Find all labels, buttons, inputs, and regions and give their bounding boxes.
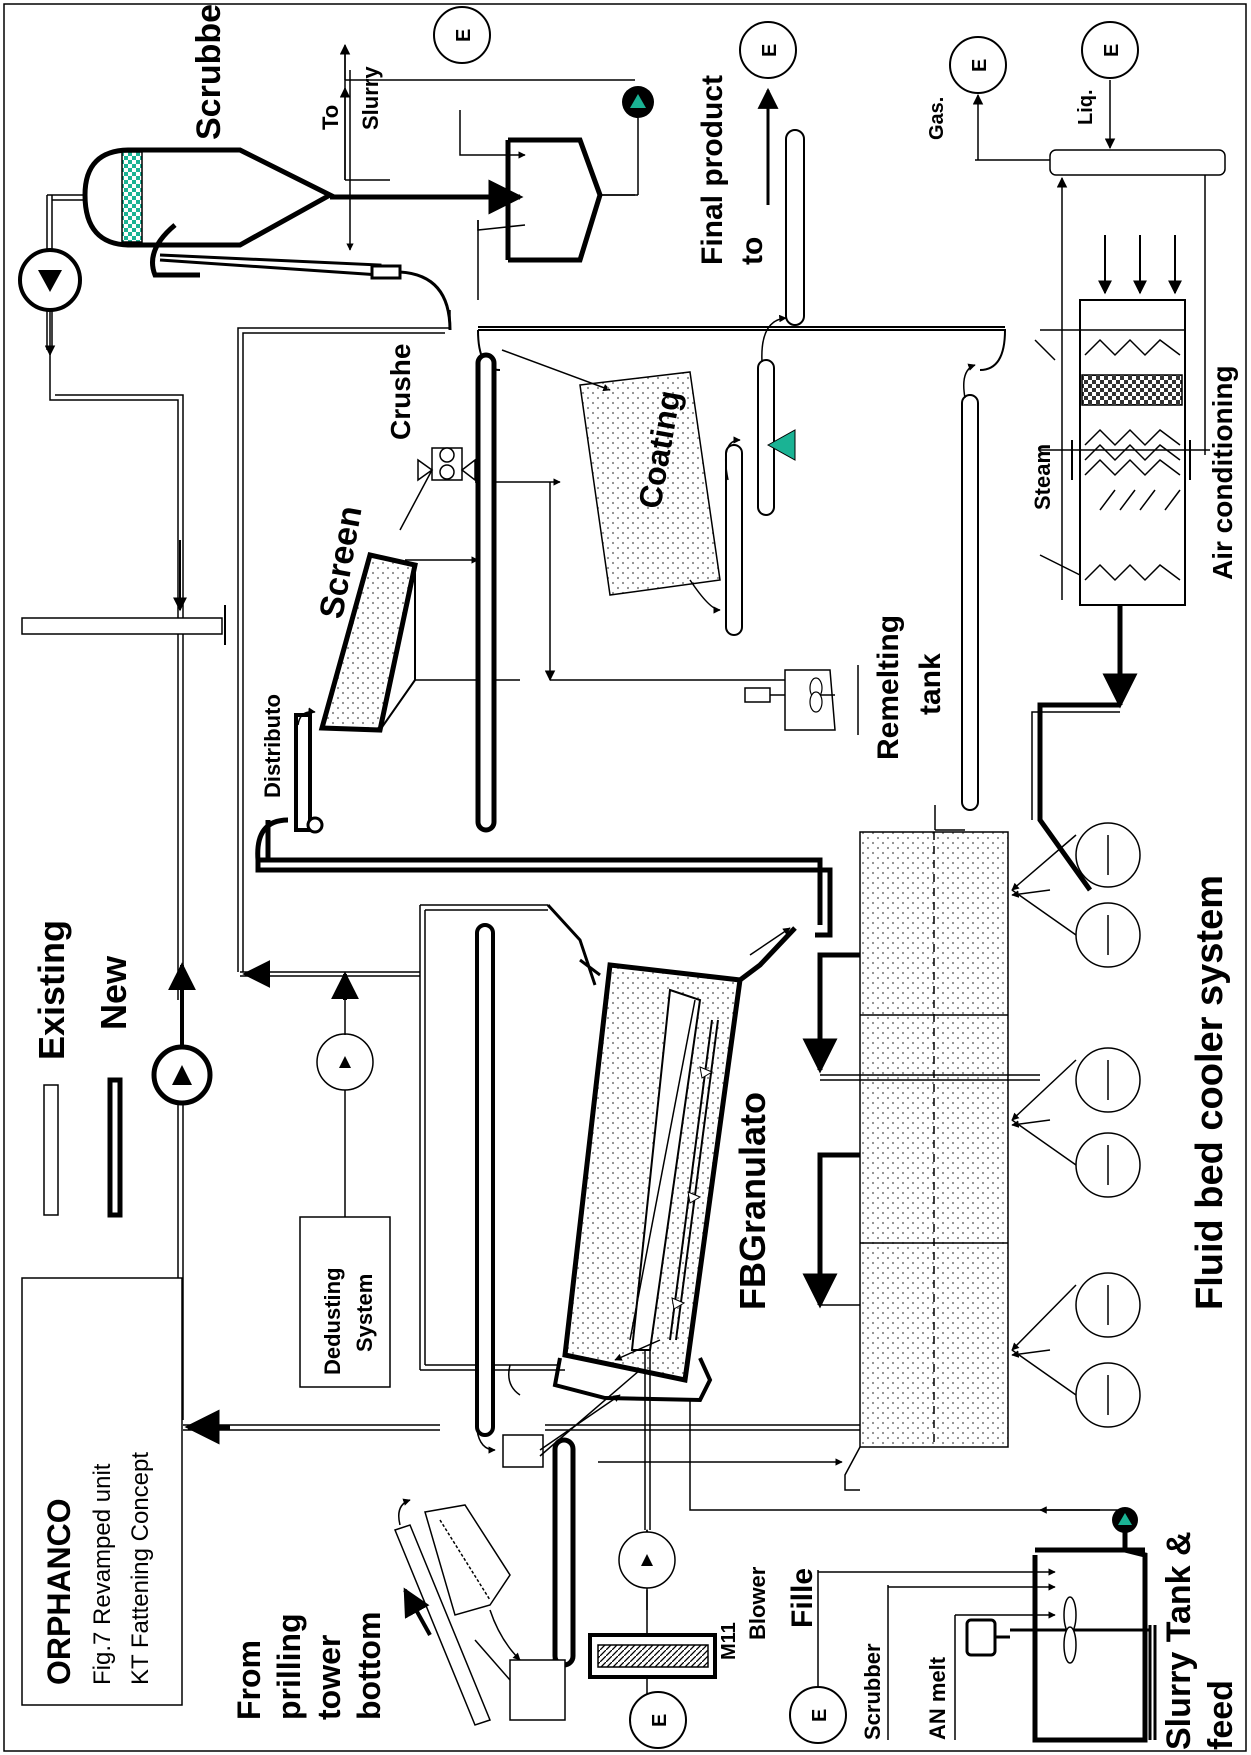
- filler-label: Fille: [786, 1568, 819, 1628]
- to-slurry: To Slurry: [318, 45, 635, 250]
- m11-label: M11: [718, 1622, 740, 1660]
- coating-drum: Coating: [580, 372, 720, 610]
- fb-granulator-label: FBGranulato: [732, 1092, 773, 1310]
- scrubber-feed-label: Scrubber: [860, 1643, 885, 1740]
- remelting-tank: Remelting tank: [745, 615, 947, 760]
- distributor-label: Distributo: [260, 694, 285, 798]
- prilling-tower-feed: From prilling tower bottom: [231, 1500, 565, 1725]
- gas-label: Gas.: [926, 97, 948, 140]
- blower-label: Blower: [745, 1566, 770, 1640]
- svg-text:E: E: [759, 44, 781, 57]
- bottom-conveyor: [555, 1440, 573, 1665]
- dedusting-system: Dedusting System: [300, 974, 390, 1387]
- blower-m11: E M11 Blower: [590, 1566, 770, 1748]
- dedusting-label-1: Dedusting: [320, 1267, 345, 1375]
- title-block: ORPHANCO Fig.7 Revamped unit KT Fattenin…: [22, 1278, 182, 1705]
- tower-label: tower: [311, 1635, 347, 1720]
- coating-conveyors: [726, 318, 795, 635]
- legend-new-label: New: [93, 955, 134, 1030]
- legend-existing-swatch: [44, 1085, 58, 1215]
- energy-circle-icon: E: [950, 37, 1006, 93]
- svg-text:E: E: [453, 29, 475, 42]
- air-conditioning-label: Air conditioning: [1207, 365, 1238, 580]
- scrubber: Scrubbe: [85, 4, 450, 330]
- final-product-label: Final product: [696, 75, 729, 265]
- energy-circle-icon: E: [1082, 22, 1138, 78]
- final-product-to-label: to: [736, 237, 769, 265]
- to-label: To: [318, 105, 343, 130]
- main-pipe: [20, 195, 225, 1428]
- remelting-tank-label: tank: [914, 653, 947, 715]
- legend: Existing New: [31, 920, 134, 1215]
- remelting-label: Remelting: [872, 615, 905, 760]
- legend-new-swatch: [110, 1080, 120, 1215]
- svg-text:E: E: [809, 1709, 831, 1722]
- pump-icon: [622, 86, 654, 118]
- air-conditioning-unit: Steam Air conditioning: [1030, 235, 1238, 890]
- steam-label: Steam: [1030, 444, 1055, 510]
- cooler-blowers: [1012, 823, 1140, 1427]
- page-border: [4, 4, 1246, 1751]
- liq-label: Liq.: [1075, 89, 1097, 125]
- fig-subtitle: KT Fattening Concept: [127, 1452, 154, 1685]
- return-conveyor: [962, 395, 978, 810]
- slurry-tank-label: Slurry Tank &: [1160, 1531, 1198, 1750]
- slurry-label: Slurry: [358, 66, 383, 130]
- from-label: From: [231, 1640, 267, 1720]
- feed-label: feed: [1202, 1680, 1240, 1750]
- orphanco-title: ORPHANCO: [41, 1498, 77, 1685]
- screen: Screen: [312, 355, 520, 830]
- product-conveyor: [786, 130, 804, 325]
- slurry-feeds: E Fille Scrubber AN melt: [786, 1568, 1055, 1743]
- svg-text:E: E: [969, 59, 991, 72]
- scrubber-packing: [122, 152, 142, 242]
- energy-circle-icon: E: [740, 22, 796, 78]
- screen-conveyor: [478, 355, 494, 830]
- dedusting-label-2: System: [352, 1274, 377, 1352]
- svg-text:E: E: [649, 1714, 671, 1727]
- distributor: Distributo: [260, 694, 322, 832]
- fluid-bed-cooler: Fluid bed cooler system: [820, 832, 1231, 1490]
- prilling-label: prilling: [271, 1613, 307, 1720]
- fluid-bed-label: Fluid bed cooler system: [1189, 875, 1231, 1310]
- final-product: Final product to: [696, 75, 804, 325]
- svg-text:E: E: [1101, 44, 1123, 57]
- bottom-label: bottom: [351, 1612, 387, 1720]
- fig-title: Fig.7 Revamped unit: [89, 1463, 116, 1685]
- an-melt-label: AN melt: [925, 1656, 950, 1740]
- scrubber-label: Scrubbe: [190, 4, 228, 140]
- energy-circle-icon: E: [434, 7, 490, 63]
- granulator-conveyor: [477, 925, 493, 1435]
- recycle-duct: [258, 820, 830, 935]
- legend-existing-label: Existing: [31, 920, 72, 1060]
- filter-funnel: [460, 110, 635, 300]
- air-filter: [1082, 375, 1182, 405]
- crusher-label: Crushe: [385, 344, 416, 440]
- slurry-tank: Slurry Tank & feed: [967, 1507, 1240, 1750]
